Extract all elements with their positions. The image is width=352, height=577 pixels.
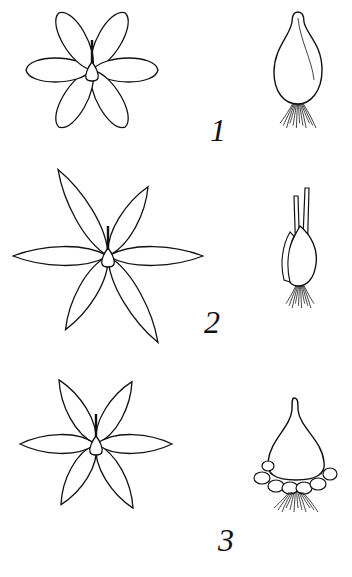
figure-number: 2 (204, 306, 220, 338)
style (95, 414, 97, 438)
style (107, 226, 109, 250)
bulbil (262, 461, 274, 471)
ovary (86, 62, 98, 81)
root (301, 492, 314, 510)
figure-number: 1 (210, 114, 226, 146)
bulb (274, 12, 322, 128)
root (303, 104, 316, 128)
ovary (90, 436, 102, 455)
tepal (108, 247, 203, 266)
root (298, 286, 299, 306)
bulb-tunic-line (298, 18, 314, 80)
ovary (102, 248, 114, 267)
root (304, 286, 314, 304)
root (293, 104, 296, 126)
figure-number: 3 (218, 524, 234, 556)
tepal (50, 165, 116, 261)
root (300, 286, 301, 308)
tepal (13, 247, 108, 266)
root (297, 492, 298, 508)
style (91, 40, 93, 64)
root (292, 286, 297, 308)
bulb (254, 398, 337, 512)
root (295, 286, 298, 304)
bulbil (268, 480, 284, 492)
root (303, 492, 318, 512)
bulbil (323, 468, 337, 480)
root (290, 492, 294, 510)
root (302, 104, 312, 126)
root (298, 104, 299, 123)
bulbil (254, 472, 270, 484)
flower (20, 375, 172, 513)
bulbil (310, 478, 326, 490)
bulb-outline (274, 12, 322, 104)
root (294, 492, 295, 512)
flower (13, 165, 203, 348)
flower (26, 7, 158, 133)
bulb (282, 188, 316, 308)
sheath (282, 232, 294, 282)
root (296, 104, 297, 128)
bulb-outline (268, 398, 325, 480)
